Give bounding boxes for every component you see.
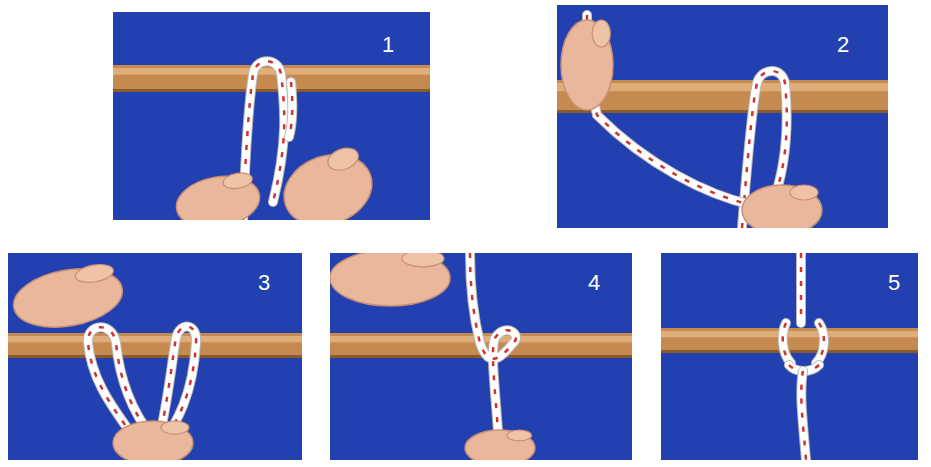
hand	[9, 261, 127, 335]
wooden-pole	[661, 328, 918, 353]
pole-shadow	[557, 110, 888, 113]
rope	[801, 371, 806, 460]
wooden-pole	[113, 65, 430, 92]
rope	[289, 82, 292, 137]
thumb	[592, 20, 610, 47]
rope	[783, 323, 791, 363]
rope	[158, 327, 196, 448]
rope-edge	[289, 82, 292, 137]
step-number: 2	[837, 32, 849, 58]
rope-fleck	[783, 323, 791, 363]
rope-fleck	[587, 15, 752, 205]
photo-panel: 5	[661, 253, 918, 460]
thumb	[507, 430, 532, 441]
palm	[465, 430, 535, 460]
rope-edge	[796, 253, 806, 323]
knot-photo	[330, 253, 632, 460]
palm	[113, 421, 193, 460]
rope	[816, 323, 824, 363]
palm	[274, 143, 382, 220]
illustration	[8, 261, 302, 460]
hand	[274, 143, 382, 220]
hand	[742, 185, 822, 228]
rope-fleck	[289, 82, 292, 137]
illustration	[113, 61, 430, 220]
hand	[330, 253, 450, 306]
rope	[797, 253, 805, 323]
hand	[465, 430, 535, 460]
hand	[172, 170, 263, 220]
hand	[561, 20, 613, 110]
pole-highlight	[113, 68, 430, 75]
palm	[9, 261, 127, 335]
photo-panel: 1	[113, 12, 430, 220]
thumb	[222, 171, 254, 191]
pole-shadow	[113, 89, 430, 92]
thumb	[325, 144, 362, 174]
thumb	[402, 253, 444, 267]
step-number: 4	[588, 270, 600, 296]
thumb	[790, 185, 818, 200]
illustration	[661, 253, 918, 460]
hand	[113, 421, 193, 460]
step-number: 1	[382, 32, 394, 58]
rope	[470, 253, 516, 460]
photo-panel: 4	[330, 253, 632, 460]
step-number: 5	[888, 270, 900, 296]
photo-panel: 2	[557, 5, 888, 228]
rope-edge	[783, 323, 791, 363]
knot-photo	[8, 253, 302, 460]
rope	[587, 15, 752, 205]
thumb	[74, 262, 115, 285]
rope-fleck	[800, 253, 803, 323]
rope-fleck	[801, 371, 806, 460]
pole-highlight	[8, 336, 302, 342]
rope-edge	[801, 371, 806, 460]
illustration	[557, 15, 888, 228]
palm	[561, 20, 613, 110]
pole-highlight	[661, 331, 918, 337]
rope-edge	[470, 253, 516, 460]
knot-photo	[661, 253, 918, 460]
rope-edge	[816, 323, 824, 363]
pole-shadow	[8, 355, 302, 358]
rope-edge	[587, 15, 752, 205]
step-number: 3	[258, 270, 270, 296]
palm	[330, 253, 450, 306]
rope-edge	[158, 327, 196, 448]
rope-fleck	[158, 327, 196, 448]
rope-fleck	[470, 253, 516, 460]
wooden-pole	[8, 333, 302, 358]
rope-fleck	[816, 323, 824, 363]
palm	[172, 170, 263, 220]
illustration	[330, 253, 632, 460]
palm	[742, 185, 822, 228]
thumb	[161, 421, 189, 434]
photo-panel: 3	[8, 253, 302, 460]
